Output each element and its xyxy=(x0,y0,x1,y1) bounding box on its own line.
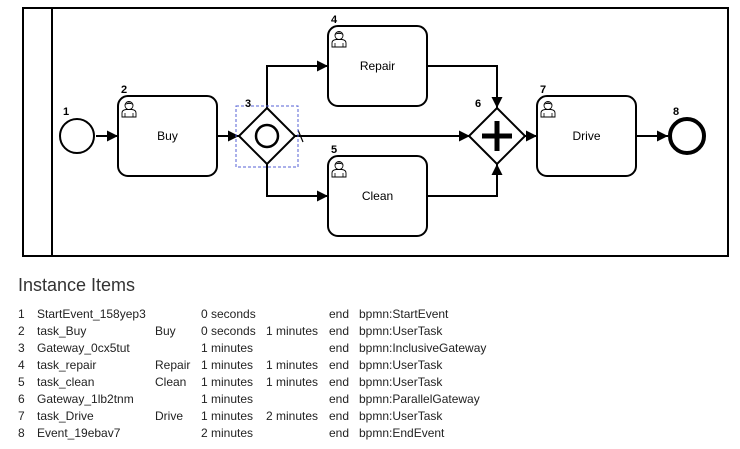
inclusive-gateway-circle-icon xyxy=(254,123,280,149)
item-type: bpmn:UserTask xyxy=(359,375,443,389)
item-status: end xyxy=(329,358,350,372)
item-id: Event_19ebav7 xyxy=(37,426,121,440)
item-start: 0 seconds xyxy=(201,324,256,338)
task-drive-number: 7 xyxy=(540,84,546,96)
task-repair-number: 4 xyxy=(331,14,338,26)
inclusive-gateway[interactable] xyxy=(237,106,297,166)
flow-clean-to-parallel xyxy=(427,164,503,197)
item-index: 5 xyxy=(18,375,25,389)
item-index: 3 xyxy=(18,341,25,355)
item-status: end xyxy=(329,426,350,440)
item-index: 6 xyxy=(18,392,25,406)
item-type: bpmn:UserTask xyxy=(359,324,443,338)
task-clean-number: 5 xyxy=(331,144,337,156)
parallel-gateway-plus-icon xyxy=(482,121,512,151)
item-status: end xyxy=(329,409,350,423)
item-type: bpmn:UserTask xyxy=(359,358,443,372)
item-status: end xyxy=(329,324,350,338)
item-status: end xyxy=(329,307,350,321)
item-status: end xyxy=(329,375,350,389)
item-start: 1 minutes xyxy=(201,409,254,423)
item-index: 4 xyxy=(18,358,25,372)
item-index: 2 xyxy=(18,324,25,338)
task-buy-number: 2 xyxy=(121,84,127,96)
task-repair[interactable] xyxy=(327,25,428,107)
item-name: Drive xyxy=(155,409,184,423)
item-id: task_Drive xyxy=(37,409,94,423)
item-name: Clean xyxy=(155,375,187,389)
task-clean[interactable] xyxy=(327,155,428,237)
item-id: StartEvent_158yep3 xyxy=(37,307,146,321)
item-name xyxy=(155,306,201,323)
item-start: 1 minutes xyxy=(201,341,254,355)
gateway-selection-box xyxy=(235,105,299,168)
end-event[interactable] xyxy=(668,117,706,155)
task-drive-label: Drive xyxy=(572,129,600,143)
item-status: end xyxy=(329,392,350,406)
item-id: task_clean xyxy=(37,375,95,389)
item-name xyxy=(155,391,201,408)
item-index: 7 xyxy=(18,409,25,423)
item-duration: 1 minutes xyxy=(266,358,319,372)
item-status: end xyxy=(329,341,350,355)
item-start: 0 seconds xyxy=(201,307,256,321)
item-index: 1 xyxy=(18,307,25,321)
item-type: bpmn:UserTask xyxy=(359,409,443,423)
task-buy[interactable] xyxy=(117,95,218,177)
item-duration xyxy=(266,306,329,323)
item-id: task_Buy xyxy=(37,324,87,338)
item-id: Gateway_0cx5tut xyxy=(37,341,130,355)
table-row: 6 Gateway_1lb2tnm 1 minutes end bpmn:Paralle… xyxy=(18,391,524,408)
item-id: Gateway_1lb2tnm xyxy=(37,392,134,406)
item-index: 8 xyxy=(18,426,25,440)
inclusive-gateway-number: 3 xyxy=(245,98,251,110)
item-duration: 1 minutes xyxy=(266,324,319,338)
item-type: bpmn:ParallelGateway xyxy=(359,392,480,406)
bpmn-diagram: 1 Buy 2 3 Repair 4 Clean 5 6 Drive 7 8 xyxy=(22,7,729,257)
item-duration: 2 minutes xyxy=(266,409,319,423)
item-start: 1 minutes xyxy=(201,392,254,406)
item-duration xyxy=(266,425,329,442)
flow-gateway-to-clean xyxy=(266,164,328,202)
task-clean-label: Clean xyxy=(362,189,393,203)
item-name: Buy xyxy=(155,324,176,338)
item-start: 1 minutes xyxy=(201,375,254,389)
start-event[interactable] xyxy=(59,118,95,154)
item-type: bpmn:EndEvent xyxy=(359,426,445,440)
table-row: 8 Event_19ebav7 2 minutes end bpmn:EndEvent xyxy=(18,425,524,442)
end-event-number: 8 xyxy=(673,106,679,118)
item-duration xyxy=(266,340,329,357)
instance-items-title: Instance Items xyxy=(18,275,136,295)
item-start: 1 minutes xyxy=(201,358,254,372)
parallel-gateway-number: 6 xyxy=(475,98,481,110)
task-buy-label: Buy xyxy=(157,129,178,143)
item-id: task_repair xyxy=(37,358,97,372)
item-type: bpmn:StartEvent xyxy=(359,307,449,321)
task-repair-label: Repair xyxy=(360,59,395,73)
flow-gateway-to-repair xyxy=(266,60,328,108)
item-type: bpmn:InclusiveGateway xyxy=(359,341,487,355)
flow-repair-to-parallel xyxy=(427,65,503,108)
instance-items-table: 1 StartEvent_158yep3 0 seconds end bpmn:Star… xyxy=(18,306,524,442)
item-name: Repair xyxy=(155,358,191,372)
item-name xyxy=(155,340,201,357)
table-row: 1 StartEvent_158yep3 0 seconds end bpmn:Star… xyxy=(18,306,524,323)
item-name xyxy=(155,425,201,442)
table-row: 2 task_Buy Buy 0 seconds 1 minutes end bpmn:Us… xyxy=(18,323,524,340)
item-duration: 1 minutes xyxy=(266,375,319,389)
default-flow-marker xyxy=(297,129,304,143)
item-duration xyxy=(266,391,329,408)
task-drive[interactable] xyxy=(536,95,637,177)
start-event-number: 1 xyxy=(63,106,69,118)
item-start: 2 minutes xyxy=(201,426,254,440)
table-row: 3 Gateway_0cx5tut 1 minutes end bpmn:Inclusi… xyxy=(18,340,524,357)
